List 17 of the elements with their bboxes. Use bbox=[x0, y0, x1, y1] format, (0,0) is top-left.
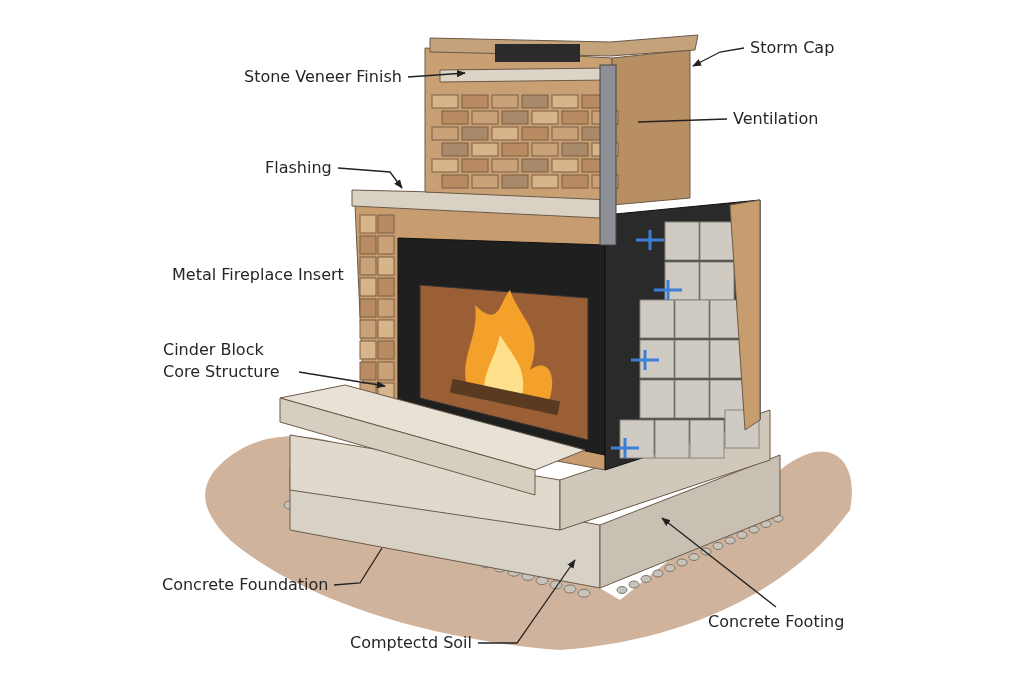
callout-label: Ventilation bbox=[733, 108, 819, 130]
callout-label: Stone Veneer Finish bbox=[244, 66, 402, 88]
callout-label: Cinder Block Core Structure bbox=[163, 339, 293, 383]
leader-line bbox=[407, 69, 466, 78]
leader-line bbox=[477, 559, 576, 644]
leader-line bbox=[692, 47, 745, 67]
leader-line bbox=[333, 547, 383, 586]
callout-label: Storm Cap bbox=[750, 37, 835, 59]
leader-line bbox=[298, 371, 386, 389]
callout-label: Flashing bbox=[265, 157, 332, 179]
callout-label: Concrete Footing bbox=[708, 611, 845, 633]
callout-label: Comptectd Soil bbox=[350, 632, 472, 654]
leader-line bbox=[637, 118, 728, 123]
leader-line bbox=[661, 517, 777, 608]
leader-line bbox=[337, 167, 403, 189]
part-label: Metal Fireplace Insert bbox=[172, 264, 344, 286]
callout-label: Concrete Foundation bbox=[162, 574, 329, 596]
